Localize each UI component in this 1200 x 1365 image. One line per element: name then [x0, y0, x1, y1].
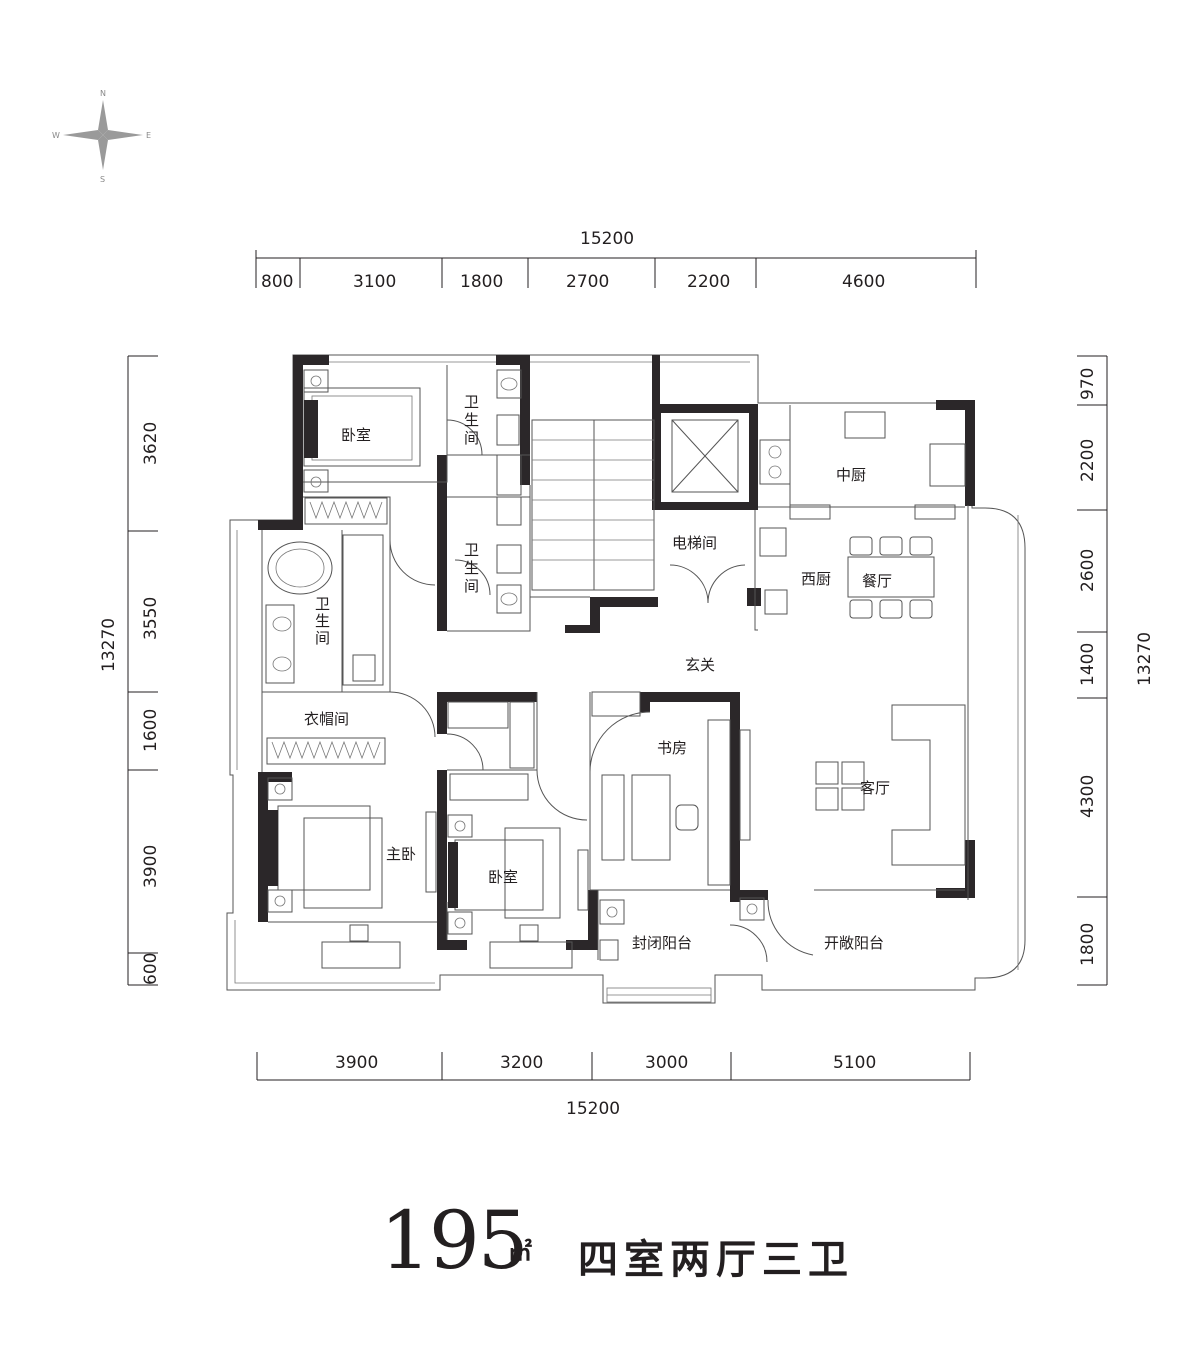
- area-unit: ㎡: [508, 1237, 532, 1266]
- walls: [258, 355, 975, 950]
- bottom-total: 15200: [566, 1099, 620, 1119]
- label-bath-w-2: 生: [315, 612, 330, 630]
- kitchen-fixtures: [759, 411, 966, 615]
- bottom-dimensions: 3900 3200 3000 5100 15200: [256, 1052, 971, 1119]
- cloakroom-fixtures: [266, 701, 535, 801]
- sofa: [739, 704, 966, 866]
- bottom-seg-2: 3200: [500, 1053, 543, 1073]
- right-total: 13270: [1135, 632, 1155, 686]
- partitions: [261, 365, 969, 960]
- label-bath-n1-2: 生: [464, 411, 479, 429]
- left-total: 13270: [99, 618, 119, 672]
- bed-south: [425, 811, 589, 969]
- label-bath-w-3: 间: [315, 629, 330, 647]
- right-seg-4: 1400: [1078, 643, 1098, 686]
- compass-e: E: [146, 131, 151, 140]
- label-study: 书房: [657, 739, 687, 757]
- top-seg-2: 3100: [353, 272, 396, 292]
- right-dimensions: 13270 970 2200 2600 1400 4300 1800: [1077, 355, 1155, 986]
- outer-outline: [226, 354, 1026, 1004]
- label-bedroom-nw: 卧室: [341, 426, 371, 444]
- label-bath-n2-3: 间: [464, 577, 479, 595]
- label-bath-n2-2: 生: [464, 559, 479, 577]
- dining-table: [847, 536, 935, 619]
- label-western-kitchen: 西厨: [801, 570, 831, 588]
- label-bath-n2-1: 卫: [464, 541, 479, 559]
- left-seg-4: 3900: [141, 845, 161, 888]
- compass-n: N: [100, 89, 106, 98]
- top-total: 15200: [580, 229, 634, 249]
- compass-s: S: [100, 175, 105, 184]
- label-living: 客厅: [860, 779, 890, 797]
- right-seg-5: 4300: [1078, 775, 1098, 818]
- label-bath-n1-3: 间: [464, 429, 479, 447]
- right-seg-6: 1800: [1078, 923, 1098, 966]
- top-seg-3: 1800: [460, 272, 503, 292]
- top-seg-1: 800: [261, 272, 293, 292]
- top-seg-6: 4600: [842, 272, 885, 292]
- area-value: 195: [380, 1194, 529, 1287]
- bottom-seg-3: 3000: [645, 1053, 688, 1073]
- wardrobe-nw: [304, 497, 388, 525]
- right-seg-3: 2600: [1078, 549, 1098, 592]
- bed-nw: [303, 369, 421, 493]
- bath-fixtures: [265, 369, 522, 686]
- label-bedroom-s: 卧室: [488, 868, 518, 886]
- top-dimensions: 15200 800 3100 1800 2700 2200 4600: [255, 229, 977, 292]
- top-seg-5: 2200: [687, 272, 730, 292]
- label-master: 主卧: [386, 845, 416, 863]
- elevator: [671, 419, 739, 493]
- balcony-fixtures: [599, 897, 765, 961]
- right-seg-2: 2200: [1078, 439, 1098, 482]
- label-elevator-hall: 电梯间: [672, 534, 717, 552]
- bottom-seg-4: 5100: [833, 1053, 876, 1073]
- label-bath-n1-1: 卫: [464, 393, 479, 411]
- top-seg-4: 2700: [566, 272, 609, 292]
- label-dining: 餐厅: [862, 572, 892, 590]
- study-furniture: [591, 691, 731, 886]
- compass-icon: N S W E: [52, 89, 151, 184]
- room-labels: 卧室 卫 生 间 卫 生 间 卫 生 间 电梯间 中厨 西厨 餐厅 玄关 衣帽间…: [304, 393, 892, 952]
- left-seg-2: 3550: [141, 597, 161, 640]
- left-seg-1: 3620: [141, 422, 161, 465]
- layout-description: 四室两厅三卫: [578, 1237, 854, 1283]
- left-dimensions: 13270 3620 3550 1600 3900 600: [99, 355, 161, 986]
- wardrobe-hangers-nw: [309, 500, 383, 520]
- left-seg-5: 600: [141, 953, 161, 985]
- left-seg-3: 1600: [141, 709, 161, 752]
- label-bath-w-1: 卫: [315, 595, 330, 613]
- right-seg-1: 970: [1078, 368, 1098, 400]
- label-cloakroom: 衣帽间: [304, 710, 349, 728]
- bottom-seg-1: 3900: [335, 1053, 378, 1073]
- compass-w: W: [52, 131, 60, 140]
- label-open-balcony: 开敞阳台: [824, 934, 884, 952]
- bed-master: [267, 777, 401, 969]
- label-chinese-kitchen: 中厨: [836, 466, 866, 484]
- label-foyer: 玄关: [685, 656, 715, 674]
- stair: [531, 419, 655, 591]
- doors: [389, 419, 814, 963]
- label-enclosed-balcony: 封闭阳台: [632, 934, 692, 952]
